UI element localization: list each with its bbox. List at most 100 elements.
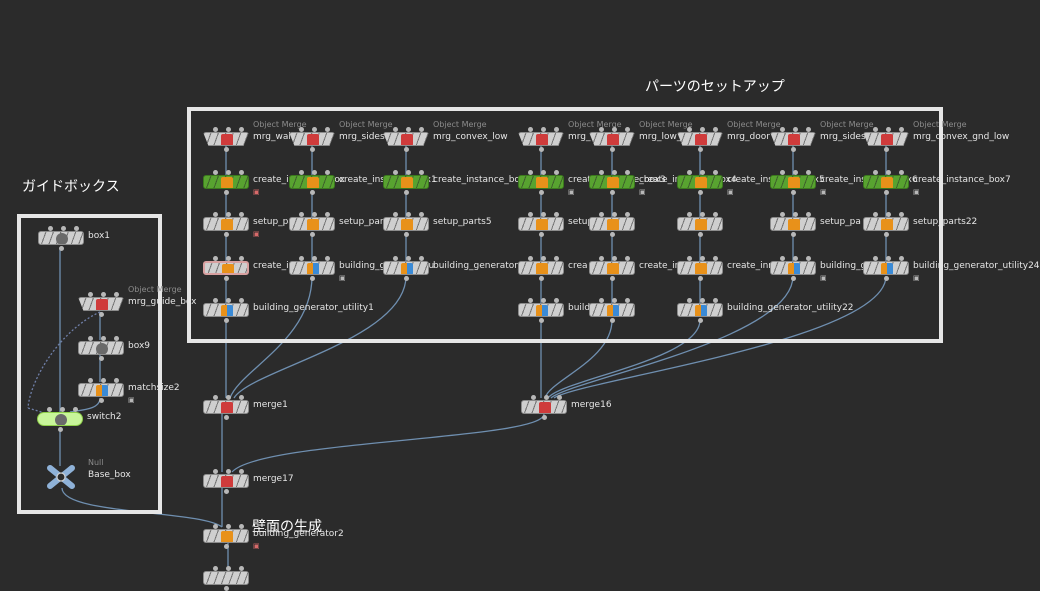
- node-matchsize2[interactable]: matchsize2 ▣: [78, 378, 180, 404]
- node-mrg-convex-gnd-low[interactable]: Object Merge mrg_convex_gnd_low: [863, 120, 1009, 152]
- input-port[interactable]: [700, 298, 705, 303]
- input-port[interactable]: [713, 298, 718, 303]
- node-create-inn-r4b[interactable]: create_inn: [677, 256, 774, 281]
- input-port[interactable]: [101, 336, 106, 341]
- input-port[interactable]: [226, 469, 231, 474]
- input-port[interactable]: [88, 336, 93, 341]
- input-port[interactable]: [599, 127, 604, 132]
- input-port[interactable]: [239, 566, 244, 571]
- input-port[interactable]: [393, 170, 398, 175]
- output-port[interactable]: [791, 147, 796, 152]
- input-port[interactable]: [312, 170, 317, 175]
- input-port[interactable]: [531, 395, 536, 400]
- output-port[interactable]: [791, 232, 796, 237]
- output-port[interactable]: [610, 232, 615, 237]
- input-port[interactable]: [299, 127, 304, 132]
- node-mrg-door[interactable]: Object Merge mrg_door: [677, 120, 781, 152]
- input-port[interactable]: [899, 170, 904, 175]
- node-create-in-r4a[interactable]: create_in: [203, 256, 294, 281]
- input-port[interactable]: [886, 256, 891, 261]
- output-port[interactable]: [404, 276, 409, 281]
- input-port[interactable]: [873, 256, 878, 261]
- output-port[interactable]: [884, 147, 889, 152]
- output-port[interactable]: [539, 318, 544, 323]
- node-building-generator-utility24[interactable]: building_generator_utility24 ▣: [863, 256, 1040, 282]
- node-create-instance-box3[interactable]: create_instance_box3 ▣: [518, 170, 666, 196]
- node-create-instance-box6[interactable]: create_instance_box6 ▣: [770, 170, 918, 196]
- input-port[interactable]: [625, 170, 630, 175]
- input-port[interactable]: [88, 292, 93, 297]
- input-port[interactable]: [541, 170, 546, 175]
- input-port[interactable]: [48, 226, 53, 231]
- input-port[interactable]: [528, 127, 533, 132]
- input-port[interactable]: [114, 378, 119, 383]
- input-port[interactable]: [239, 127, 244, 132]
- input-port[interactable]: [101, 378, 106, 383]
- output-port[interactable]: [224, 544, 229, 549]
- node-mrg-convex-low[interactable]: Object Merge mrg_convex_low: [383, 120, 508, 152]
- node-create-instance-box5[interactable]: create_instance_box5 ▣: [677, 170, 825, 196]
- input-port[interactable]: [393, 127, 398, 132]
- input-port[interactable]: [528, 256, 533, 261]
- input-port[interactable]: [101, 292, 106, 297]
- input-port[interactable]: [213, 127, 218, 132]
- input-port[interactable]: [713, 212, 718, 217]
- output-port[interactable]: [404, 190, 409, 195]
- input-port[interactable]: [687, 298, 692, 303]
- output-port[interactable]: [224, 232, 229, 237]
- node-setup-col7[interactable]: [677, 212, 723, 237]
- node-crea-r4[interactable]: crea: [518, 256, 588, 281]
- input-port[interactable]: [226, 524, 231, 529]
- input-port[interactable]: [213, 256, 218, 261]
- node-create-inn-r4[interactable]: create_inn: [589, 256, 686, 281]
- output-port[interactable]: [539, 147, 544, 152]
- output-port[interactable]: [542, 415, 547, 420]
- input-port[interactable]: [806, 127, 811, 132]
- input-port[interactable]: [325, 256, 330, 261]
- node-merge16[interactable]: merge16: [521, 395, 612, 420]
- input-port[interactable]: [700, 212, 705, 217]
- node-bottom-partial[interactable]: [203, 566, 249, 591]
- input-port[interactable]: [554, 170, 559, 175]
- output-port[interactable]: [698, 318, 703, 323]
- node-mrg-col5[interactable]: Object Merge mrg_: [518, 120, 622, 152]
- input-port[interactable]: [114, 292, 119, 297]
- input-port[interactable]: [899, 212, 904, 217]
- output-port[interactable]: [884, 232, 889, 237]
- input-port[interactable]: [239, 524, 244, 529]
- node-setup-parts5[interactable]: setup_parts5: [383, 212, 492, 237]
- input-port[interactable]: [226, 170, 231, 175]
- input-port[interactable]: [806, 212, 811, 217]
- output-port[interactable]: [610, 147, 615, 152]
- input-port[interactable]: [299, 212, 304, 217]
- input-port[interactable]: [325, 127, 330, 132]
- input-port[interactable]: [873, 170, 878, 175]
- input-port[interactable]: [625, 127, 630, 132]
- input-port[interactable]: [806, 256, 811, 261]
- input-port[interactable]: [625, 298, 630, 303]
- input-port[interactable]: [325, 212, 330, 217]
- input-port[interactable]: [406, 256, 411, 261]
- input-port[interactable]: [700, 256, 705, 261]
- input-port[interactable]: [544, 395, 549, 400]
- input-port[interactable]: [239, 298, 244, 303]
- input-port[interactable]: [114, 336, 119, 341]
- output-port[interactable]: [224, 586, 229, 591]
- input-port[interactable]: [780, 170, 785, 175]
- input-port[interactable]: [213, 469, 218, 474]
- output-port[interactable]: [610, 318, 615, 323]
- node-mrg-sidesl-1[interactable]: Object Merge mrg_sidesl: [289, 120, 393, 152]
- output-port[interactable]: [539, 190, 544, 195]
- output-port[interactable]: [698, 232, 703, 237]
- output-port[interactable]: [610, 276, 615, 281]
- input-port[interactable]: [687, 127, 692, 132]
- node-create-instance-box[interactable]: create_instance_box ▣: [203, 170, 345, 196]
- output-port[interactable]: [224, 415, 229, 420]
- input-port[interactable]: [612, 170, 617, 175]
- input-port[interactable]: [557, 395, 562, 400]
- input-port[interactable]: [239, 212, 244, 217]
- input-port[interactable]: [312, 256, 317, 261]
- input-port[interactable]: [541, 256, 546, 261]
- input-port[interactable]: [780, 256, 785, 261]
- input-port[interactable]: [687, 170, 692, 175]
